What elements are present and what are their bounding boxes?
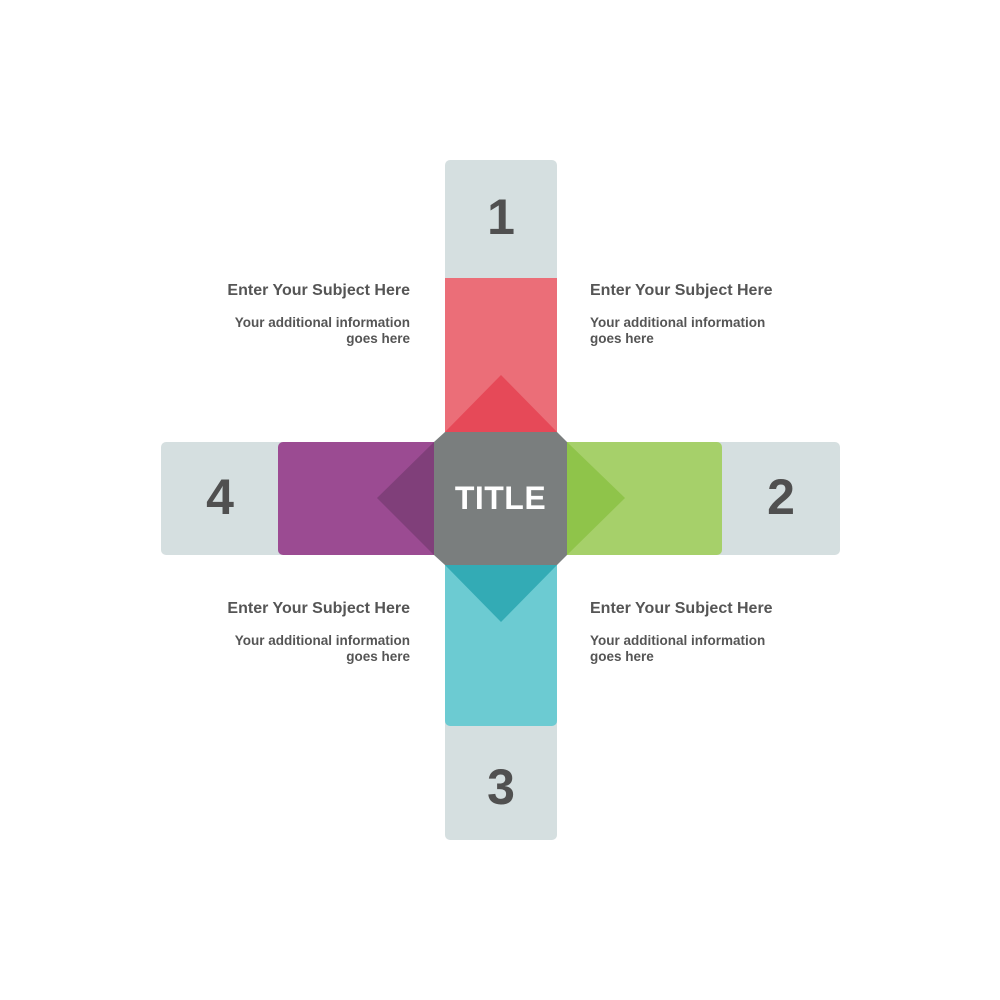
info-line-2: goes here <box>346 648 410 664</box>
triangle-bottom <box>445 565 557 622</box>
center-octagon <box>434 432 567 565</box>
subject-bottom-left: Enter Your Subject Here <box>227 600 410 617</box>
info-line-2: goes here <box>590 648 654 664</box>
subject-top-right: Enter Your Subject Here <box>590 282 773 299</box>
info-line-1: Your additional information <box>234 315 410 330</box>
info-line-1: Your additional information <box>590 315 766 330</box>
number-box-4 <box>161 442 301 555</box>
subject-top-left: Enter Your Subject Here <box>227 282 410 299</box>
subject-bottom-right: Enter Your Subject Here <box>590 600 773 617</box>
number-box-3 <box>445 710 557 840</box>
info-bottom-right: Your additional information goes here <box>590 633 790 664</box>
triangle-left <box>377 442 434 555</box>
number-box-1 <box>445 160 557 290</box>
info-bottom-left: Your additional information goes here <box>210 633 410 664</box>
info-line-1: Your additional information <box>234 633 410 648</box>
number-4: 4 <box>206 469 234 525</box>
number-1: 1 <box>487 189 515 245</box>
number-3: 3 <box>487 759 515 815</box>
triangle-top <box>445 375 557 432</box>
info-line-2: goes here <box>590 330 654 346</box>
info-top-left: Your additional information goes here <box>210 315 410 346</box>
number-box-2 <box>700 442 840 555</box>
info-line-2: goes here <box>346 330 410 346</box>
info-line-1: Your additional information <box>590 633 766 648</box>
number-2: 2 <box>767 469 795 525</box>
center-title: TITLE <box>454 480 547 516</box>
triangle-right <box>567 442 625 555</box>
info-top-right: Your additional information goes here <box>590 315 790 346</box>
